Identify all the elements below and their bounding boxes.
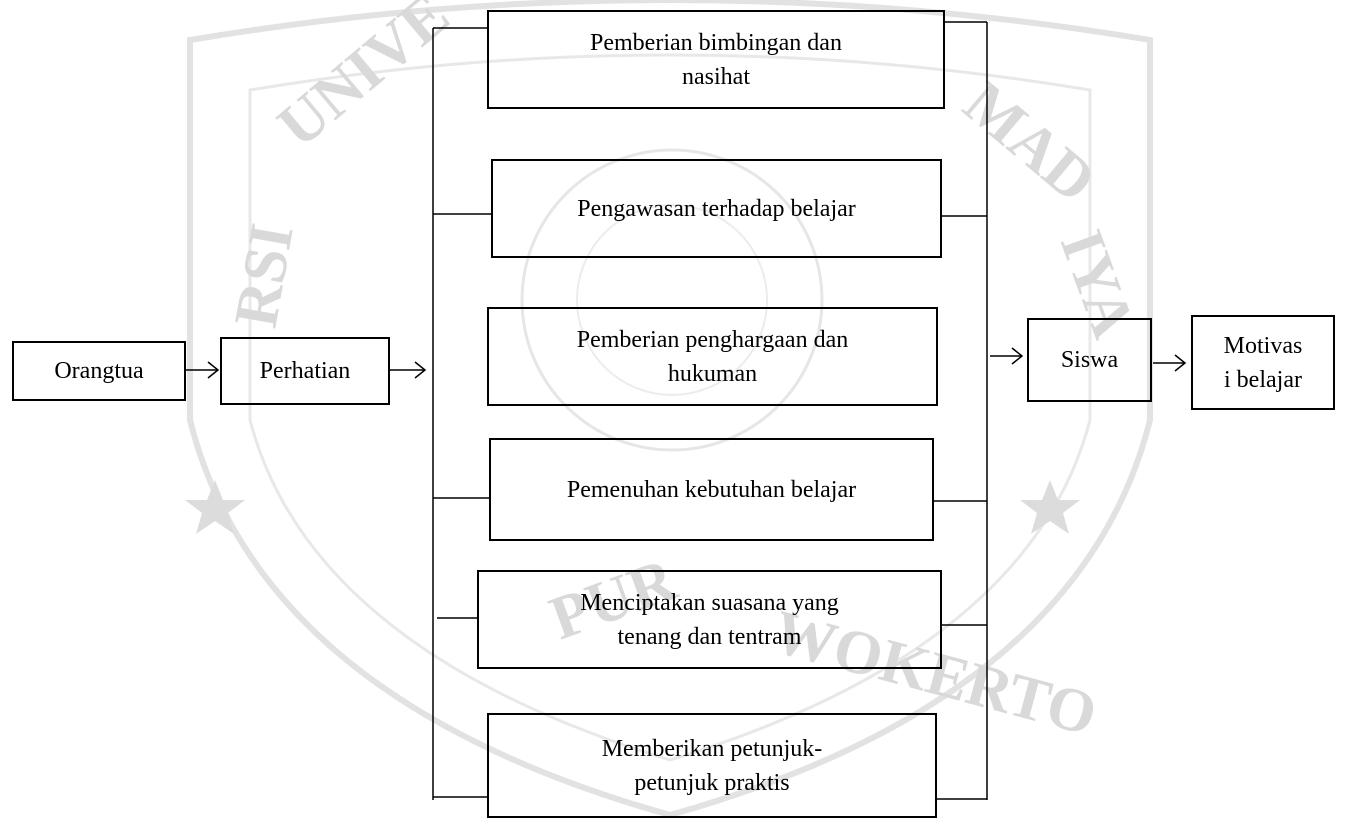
form-label-guidance: Pemberian bimbingan dan nasihat [590,29,842,90]
form-box-reward-punishment: Pemberian penghargaan dan hukuman [487,307,938,406]
form-box-supervision: Pengawasan terhadap belajar [491,159,942,258]
form-box-guidance: Pemberian bimbingan dan nasihat [487,10,945,109]
orangtua-label: Orangtua [54,358,144,384]
form-box-needs: Pemenuhan kebutuhan belajar [489,438,934,541]
siswa-label: Siswa [1060,347,1119,373]
form-label-supervision: Pengawasan terhadap belajar [577,195,856,222]
perhatian-box: Perhatian [220,337,390,405]
form-box-atmosphere: Menciptakan suasana yang tenang dan tent… [477,570,942,669]
form-box-practical-guidance: Memberikan petunjuk- petunjuk praktis [487,713,937,818]
siswa-box: Siswa [1027,318,1152,402]
form-label-reward-punishment: Pemberian penghargaan dan hukuman [576,326,849,387]
motivasi-belajar-box: Motivas i belajar [1191,315,1335,410]
motivasi-belajar-label: Motivas i belajar [1223,332,1303,393]
form-label-atmosphere: Menciptakan suasana yang tenang dan tent… [580,589,839,650]
orangtua-box: Orangtua [12,341,186,401]
perhatian-label: Perhatian [259,358,351,384]
form-label-needs: Pemenuhan kebutuhan belajar [566,476,857,503]
form-label-practical-guidance: Memberikan petunjuk- petunjuk praktis [601,735,823,796]
